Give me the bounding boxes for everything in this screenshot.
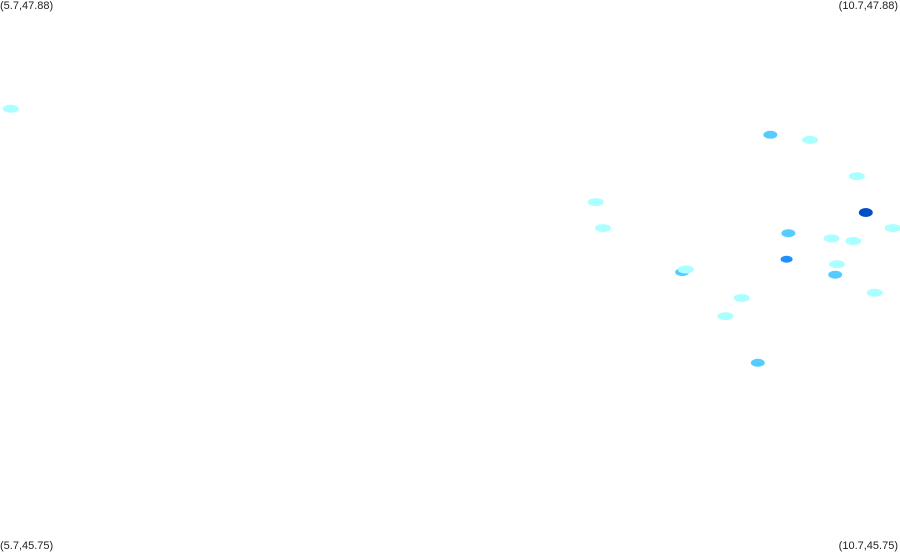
precip-cell-light	[2, 104, 19, 113]
precip-cell-light	[845, 237, 862, 245]
precip-cell-light	[802, 135, 818, 144]
precip-cell-medium	[828, 270, 843, 279]
corner-label-top-right: (10.7,47.88)	[838, 0, 898, 12]
precip-cell-medium	[750, 358, 765, 367]
precip-cell-light	[587, 198, 604, 207]
precip-cell-heavy	[858, 208, 873, 217]
precip-cell-strong	[780, 255, 793, 263]
corner-label-top-left: (5.7,47.88)	[0, 0, 54, 12]
precip-cell-light	[733, 294, 750, 302]
precip-cell-light	[717, 312, 734, 321]
precip-cell-light	[829, 260, 845, 269]
precip-cell-light	[595, 224, 611, 233]
precip-cell-medium	[781, 229, 796, 238]
corner-label-bottom-right: (10.7,45.75)	[838, 540, 898, 552]
corner-label-bottom-left: (5.7,45.75)	[0, 540, 54, 552]
precip-cell-light	[848, 172, 865, 181]
precip-cell-light	[677, 265, 694, 274]
precip-cell-light	[884, 224, 900, 233]
precip-cell-light	[823, 234, 840, 243]
precip-cell-medium	[763, 130, 778, 139]
precip-cell-light	[866, 288, 883, 297]
